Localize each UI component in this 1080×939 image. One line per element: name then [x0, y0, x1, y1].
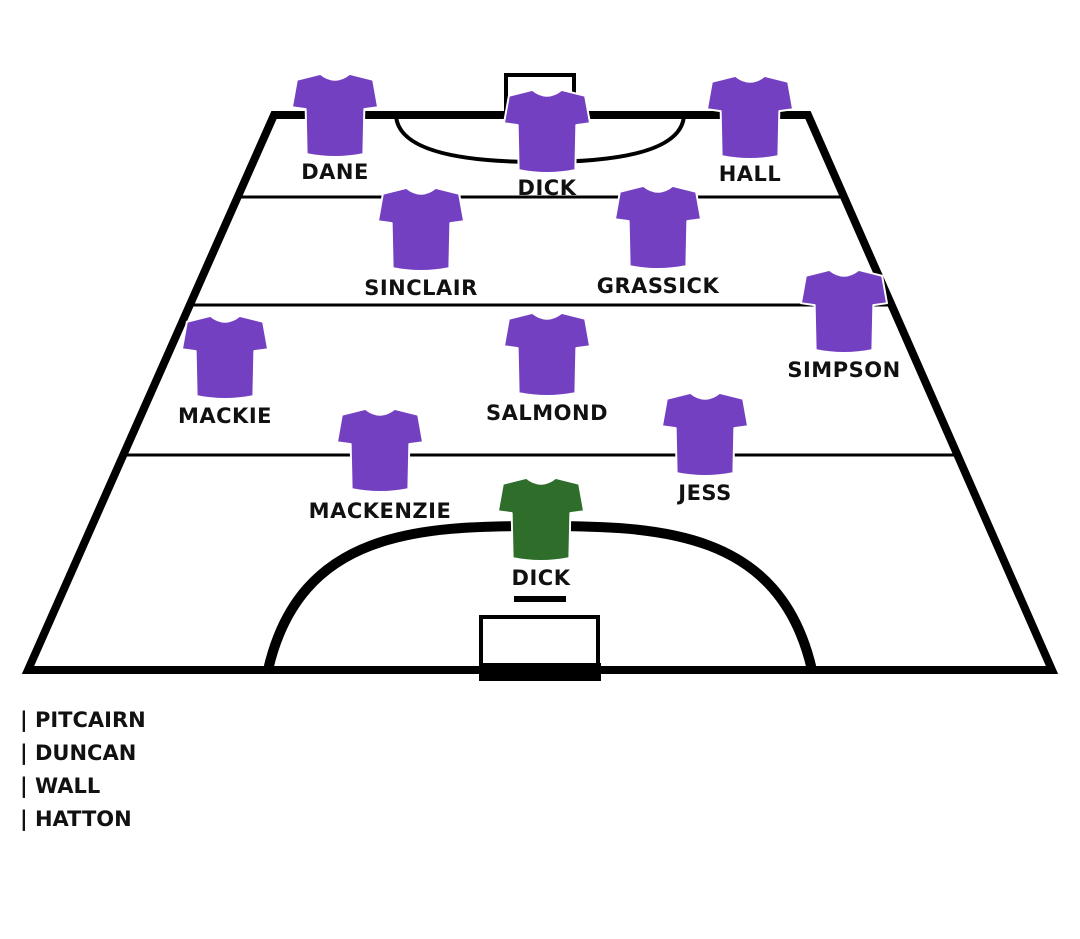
penalty-spot [514, 596, 566, 602]
player-name: GRASSICK [596, 274, 720, 298]
shirt-icon [800, 268, 888, 354]
shirt-icon [503, 88, 591, 174]
outfield-player: SALMOND [457, 309, 637, 425]
pitch-outline [21, 111, 1059, 674]
player-name: MACKIE [178, 404, 272, 428]
near-goal [479, 615, 600, 669]
shirt-icon [497, 476, 585, 562]
shirt-icon [377, 186, 465, 272]
outfield-player: SIMPSON [754, 266, 934, 382]
shirt-icon [503, 311, 591, 397]
shirt-icon [661, 391, 749, 477]
substitute-name: | DUNCAN [20, 741, 137, 765]
shirt-icon [181, 314, 269, 400]
substitutes-list: | PITCAIRN | DUNCAN | WALL | HATTON [20, 704, 146, 836]
outfield-player: DANE [245, 70, 425, 184]
player-name: JESS [678, 481, 732, 505]
player-name: SINCLAIR [364, 276, 478, 300]
shirt-icon [614, 184, 702, 270]
outfield-player: DICK [457, 86, 637, 200]
player-name: HALL [718, 162, 782, 186]
goalkeeper-player: DICK [451, 474, 631, 590]
player-name: DANE [301, 160, 369, 184]
shirt-icon [336, 407, 424, 493]
shirt-icon [291, 72, 379, 158]
substitute-name: | PITCAIRN [20, 708, 146, 732]
outfield-player: MACKENZIE [290, 405, 470, 523]
substitute-name: | HATTON [20, 807, 132, 831]
outfield-player: HALL [660, 72, 840, 186]
near-goal-line [479, 663, 601, 681]
outfield-player: JESS [615, 389, 795, 505]
outfield-player: GRASSICK [568, 182, 748, 298]
player-name: DICK [517, 176, 577, 200]
player-name: SIMPSON [787, 358, 901, 382]
player-name: MACKENZIE [308, 499, 452, 523]
outfield-player: SINCLAIR [331, 184, 511, 300]
substitute-name: | WALL [20, 774, 101, 798]
shirt-icon [706, 74, 794, 160]
player-name: DICK [511, 566, 571, 590]
outfield-player: MACKIE [135, 312, 315, 428]
player-name: SALMOND [485, 401, 608, 425]
